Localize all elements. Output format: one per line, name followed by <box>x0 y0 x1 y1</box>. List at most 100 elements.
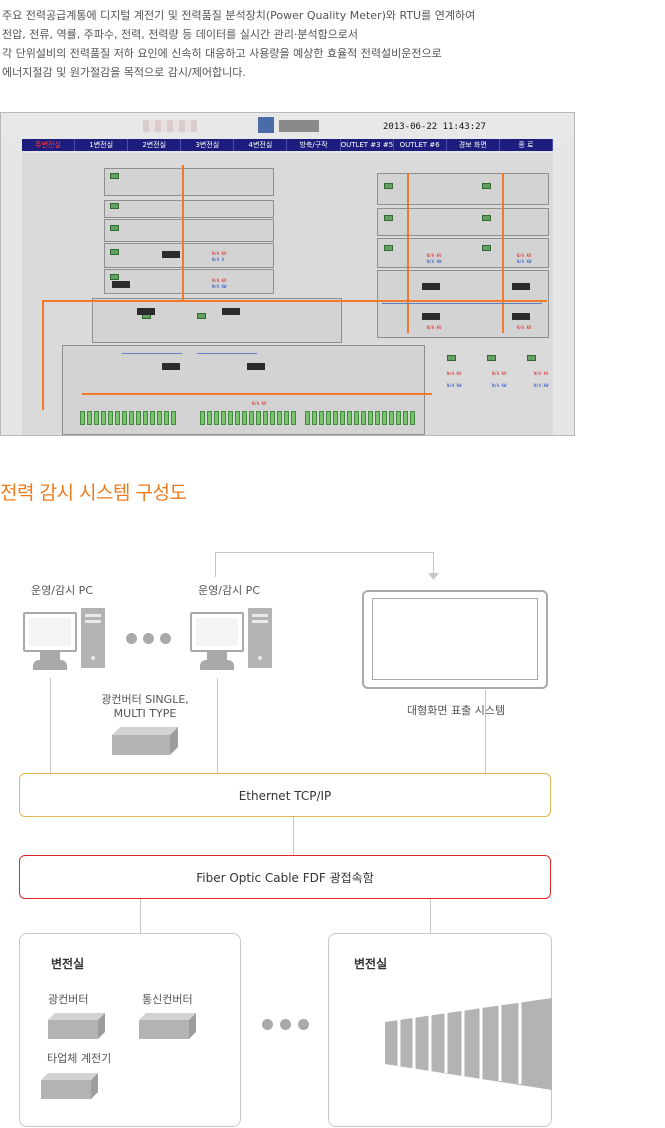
scada-feeder-cell <box>312 411 317 425</box>
scada-meter <box>162 251 180 258</box>
scada-tab-outlet6[interactable]: OUTLET #6 <box>394 139 447 151</box>
scada-feeder-cell <box>115 411 120 425</box>
scada-feeder-cell <box>157 411 162 425</box>
scada-screenshot: 2013-06-22 11:43:27 주변전실 1변전실 2변전실 3변전실 … <box>0 112 575 436</box>
scada-readout-kv: N/A KV <box>427 253 442 258</box>
scada-feeder-cell <box>340 411 345 425</box>
scada-feeder-cell <box>326 411 331 425</box>
scada-feeder-cell <box>221 411 226 425</box>
scada-feeder-cell <box>150 411 155 425</box>
scada-breaker <box>482 245 491 251</box>
scada-feeder-cell <box>242 411 247 425</box>
ethernet-box: Ethernet TCP/IP <box>19 773 551 817</box>
scada-breaker <box>527 355 536 361</box>
scada-feeder-cell <box>347 411 352 425</box>
scada-tab-room1[interactable]: 1변전실 <box>75 139 129 151</box>
scada-panel <box>104 200 274 218</box>
scada-readout-kw: N/A KW <box>517 259 532 264</box>
scada-breaker <box>384 215 393 221</box>
scada-feeder-cell <box>368 411 373 425</box>
scada-feeder-cell <box>80 411 85 425</box>
company-logo-icon <box>258 117 274 133</box>
intro-line-2: 전압, 전류, 역률, 주파수, 전력, 전력량 등 데이터를 실시간 관리·분… <box>2 28 359 41</box>
connector-line <box>50 678 51 773</box>
scada-meter <box>422 283 440 290</box>
scada-readout-kv: N/A KV <box>517 325 532 330</box>
scada-breaker <box>110 225 119 231</box>
scada-panel <box>104 243 274 268</box>
large-display-screen <box>372 598 538 680</box>
scada-panel <box>377 238 549 268</box>
pc1-label: 운영/감시 PC <box>31 584 93 597</box>
scada-feeder-cell <box>235 411 240 425</box>
scada-feeder-cell <box>200 411 205 425</box>
scada-tab-exit[interactable]: 종 료 <box>500 139 553 151</box>
scada-readout-kv: N/A KV <box>517 253 532 258</box>
ellipsis-dot <box>280 1019 291 1030</box>
scada-feeder-cell <box>319 411 324 425</box>
room-left-item-comm-converter: 통신컨버터 <box>142 993 193 1006</box>
scada-feeder-cell <box>87 411 92 425</box>
large-display-label: 대형화면 표출 시스템 <box>407 704 506 717</box>
scada-titlebar: 2013-06-22 11:43:27 <box>1 113 574 139</box>
scada-tab-alarm[interactable]: 경보 화면 <box>447 139 500 151</box>
scada-tab-room2[interactable]: 2변전실 <box>128 139 182 151</box>
scada-feeder-cell <box>101 411 106 425</box>
scada-meter <box>512 283 530 290</box>
connector-line <box>140 899 141 933</box>
scada-readout-kv: N/A KV <box>534 371 549 376</box>
ellipsis-dot <box>298 1019 309 1030</box>
scada-feeder-cell <box>228 411 233 425</box>
connector-line <box>485 690 486 773</box>
scada-meter <box>112 281 130 288</box>
scada-meter <box>222 308 240 315</box>
pc2-label: 운영/감시 PC <box>198 584 260 597</box>
scada-readout-kw: N/A KW <box>492 383 507 388</box>
scada-breaker <box>487 355 496 361</box>
scada-panel <box>92 298 342 343</box>
scada-feeder-cell <box>136 411 141 425</box>
scada-single-line-diagram: N/A KV N/A A N/A KV N/A KW N/A KV N/A KW… <box>22 153 553 435</box>
scada-breaker <box>482 215 491 221</box>
scada-tab-misc[interactable]: 방축/구작 <box>287 139 341 151</box>
intro-line-1: 주요 전력공급계통에 디지털 계전기 및 전력품질 분석장치(Power Qua… <box>2 9 476 22</box>
scada-tab-main[interactable]: 주변전실 <box>22 139 76 151</box>
scada-readout-kv: N/A KV <box>447 371 462 376</box>
intro-line-4: 에너지절감 및 원가절감을 목적으로 감시/제어합니다. <box>2 66 246 79</box>
scada-breaker <box>110 203 119 209</box>
scada-feeder-cell <box>171 411 176 425</box>
scada-meter <box>247 363 265 370</box>
connector-line <box>217 678 218 773</box>
intro-text: 주요 전력공급계통에 디지털 계전기 및 전력품질 분석장치(Power Qua… <box>2 6 642 82</box>
scada-readout-kv: N/A KV <box>212 278 227 283</box>
scada-bus-line <box>407 173 409 333</box>
scada-meter <box>137 308 155 315</box>
scada-breaker <box>384 183 393 189</box>
scada-feeder-cell <box>375 411 380 425</box>
scada-readout-kv: N/A KV <box>492 371 507 376</box>
comm-converter-icon <box>139 1013 196 1039</box>
scada-panel <box>104 168 274 196</box>
fiber-optic-box: Fiber Optic Cable FDF 광접속함 <box>19 855 551 899</box>
scada-tab-room3[interactable]: 3변전실 <box>181 139 235 151</box>
scada-feeder-cell <box>207 411 212 425</box>
blurred-title <box>143 120 197 132</box>
connector-line <box>215 552 434 553</box>
scada-feeder-cell <box>263 411 268 425</box>
ellipsis-dot <box>262 1019 273 1030</box>
scada-feeder-cell <box>256 411 261 425</box>
scada-feeder-cell <box>277 411 282 425</box>
scada-bus-line <box>502 173 504 333</box>
scada-feeder-cell <box>94 411 99 425</box>
scada-breaker <box>384 245 393 251</box>
scada-tab-outlet35[interactable]: OUTLET #3 #5 <box>340 139 394 151</box>
server-rack-icon <box>385 998 552 1090</box>
scada-datetime: 2013-06-22 11:43:27 <box>383 122 486 132</box>
connector-line <box>430 899 431 933</box>
scada-tab-room4[interactable]: 4변전실 <box>234 139 288 151</box>
scada-feeder-cell <box>129 411 134 425</box>
scada-readout-kw: N/A KW <box>212 284 227 289</box>
room-left-item-optical-converter: 광컨버터 <box>48 993 89 1006</box>
scada-breaker <box>110 173 119 179</box>
ellipsis-dot <box>160 633 171 644</box>
